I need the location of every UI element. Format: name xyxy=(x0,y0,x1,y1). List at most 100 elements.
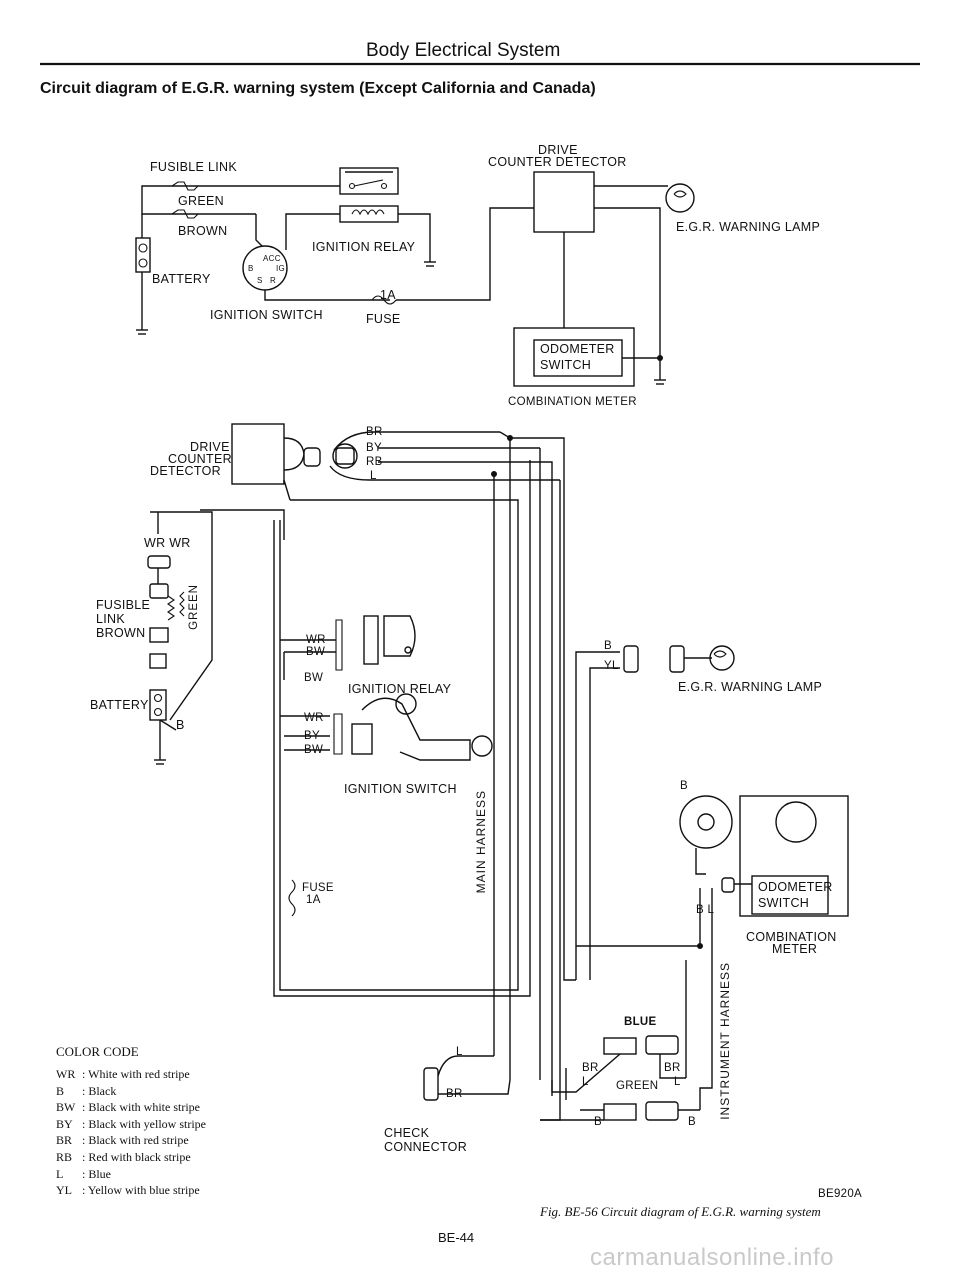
label-fuse-w: FUSE xyxy=(302,882,334,894)
label-switch-s: S xyxy=(257,276,263,285)
label-sw-by: BY xyxy=(304,730,320,742)
label-fusible-link: FUSIBLE LINK xyxy=(150,160,237,174)
label-fuse: FUSE xyxy=(366,312,401,326)
section-title: Body Electrical System xyxy=(366,40,561,61)
label-br-left: BR xyxy=(582,1062,599,1074)
top-schematic xyxy=(135,167,695,387)
label-ignition-relay: IGNITION RELAY xyxy=(312,240,416,254)
color-code-row: WR : White with red stripe xyxy=(56,1066,206,1083)
label-relay-bw: BW xyxy=(306,646,326,658)
color-code-desc: : Yellow with blue stripe xyxy=(82,1183,200,1198)
label-wire-l: L xyxy=(370,470,377,482)
label-switch-top: SWITCH xyxy=(540,358,592,372)
label-check-l: L xyxy=(456,1046,463,1058)
label-odometer-top: ODOMETER xyxy=(540,342,615,356)
label-l-mid: L xyxy=(582,1076,589,1088)
color-code-row: BR : Black with red stripe xyxy=(56,1132,206,1149)
label-l-right: L xyxy=(674,1076,681,1088)
label-brown: BROWN xyxy=(178,224,228,238)
color-code-key: WR xyxy=(56,1067,76,1081)
label-egr-lamp-top: E.G.R. WARNING LAMP xyxy=(676,220,821,234)
label-blue: BLUE xyxy=(624,1016,657,1028)
color-code-row: BY : Black with yellow stripe xyxy=(56,1116,206,1133)
label-drive-top: DRIVE xyxy=(538,143,578,157)
label-combination: COMBINATION xyxy=(746,930,837,944)
label-link: LINK xyxy=(96,612,125,626)
color-code-desc: : Black with white stripe xyxy=(82,1100,200,1115)
label-b-left: B xyxy=(594,1116,602,1128)
label-switch-w: SWITCH xyxy=(758,896,810,910)
label-ignition-switch: IGNITION SWITCH xyxy=(210,308,323,322)
label-battery: BATTERY xyxy=(152,272,211,286)
label-sw-bw: BW xyxy=(304,744,324,756)
label-lamp-yl: YL xyxy=(604,660,619,672)
label-odometer-w: ODOMETER xyxy=(758,880,833,894)
label-switch-ig: IG xyxy=(276,264,286,273)
color-code-row: YL : Yellow with blue stripe xyxy=(56,1182,206,1199)
label-fuse-1a-w: 1A xyxy=(306,894,321,906)
label-lamp-b: B xyxy=(604,640,612,652)
label-battery-w: BATTERY xyxy=(90,698,149,712)
color-code-table: WR : White with red stripe B : Black BW : B… xyxy=(56,1066,206,1199)
label-bw: BW xyxy=(304,672,324,684)
label-combination-meter-top: COMBINATION METER xyxy=(508,396,637,408)
label-acc: ACC xyxy=(263,254,281,263)
color-code-row: BW : Black with white stripe xyxy=(56,1099,206,1116)
color-code-desc: : Black xyxy=(82,1083,117,1098)
label-sw-wr: WR xyxy=(304,712,324,724)
label-green-w: GREEN xyxy=(188,584,200,630)
color-code-title: COLOR CODE xyxy=(56,1044,139,1059)
color-code-desc: : Red with black stripe xyxy=(82,1149,191,1164)
color-code-desc: : Black with red stripe xyxy=(82,1133,189,1148)
label-switch-r: R xyxy=(270,276,277,285)
label-drive: DRIVE xyxy=(190,440,230,454)
label-check-br: BR xyxy=(446,1088,463,1100)
color-code-key: YL xyxy=(56,1183,72,1198)
color-code-key: L xyxy=(56,1166,64,1181)
label-instrument-harness: INSTRUMENT HARNESS xyxy=(718,962,732,1120)
color-code-desc: : Blue xyxy=(82,1166,111,1181)
label-ignition-switch-w: IGNITION SWITCH xyxy=(344,782,457,796)
label-egr-lamp-w: E.G.R. WARNING LAMP xyxy=(678,680,823,694)
color-code-key: BY xyxy=(56,1116,73,1131)
label-meter: METER xyxy=(772,942,818,956)
label-b-w: B xyxy=(176,718,185,732)
color-code-key: RB xyxy=(56,1149,73,1164)
label-counter-detector-top: COUNTER DETECTOR xyxy=(488,155,627,169)
label-detector: DETECTOR xyxy=(150,464,221,478)
label-connector: CONNECTOR xyxy=(384,1140,468,1154)
color-code-key: BW xyxy=(56,1100,76,1115)
label-main-harness: MAIN HARNESS xyxy=(474,790,488,894)
color-code-row: RB : Red with black stripe xyxy=(56,1149,206,1166)
color-code-desc: : Black with yellow stripe xyxy=(82,1116,206,1131)
label-relay-wr: WR xyxy=(306,634,326,646)
label-wire-rb: RB xyxy=(366,456,383,468)
label-check: CHECK xyxy=(384,1126,430,1140)
figure-caption: Fig. BE-56 Circuit diagram of E.G.R. war… xyxy=(540,1204,821,1219)
label-wire-by: BY xyxy=(366,442,382,454)
color-code-row: L : Blue xyxy=(56,1166,206,1183)
label-counter: COUNTER xyxy=(168,452,232,466)
label-br-right: BR xyxy=(664,1062,681,1074)
label-brown-w: BROWN xyxy=(96,626,146,640)
label-bl: B L xyxy=(696,904,715,916)
figure-title: Circuit diagram of E.G.R. warning system… xyxy=(40,80,596,97)
color-code-key: BR xyxy=(56,1133,73,1148)
label-green: GREEN xyxy=(178,194,224,208)
figure-code: BE920A xyxy=(818,1188,862,1200)
color-code-row: B : Black xyxy=(56,1083,206,1100)
label-switch-b: B xyxy=(248,264,254,273)
label-meter-b: B xyxy=(680,780,688,792)
label-wr-wr: WR WR xyxy=(144,536,191,550)
wiring-diagram xyxy=(147,423,849,1121)
label-b-right: B xyxy=(688,1116,696,1128)
label-fuse-rating: 1A xyxy=(380,288,396,302)
watermark: carmanualsonline.info xyxy=(590,1244,834,1271)
label-fusible: FUSIBLE xyxy=(96,598,151,612)
label-wire-br: BR xyxy=(366,426,383,438)
label-green-bottom: GREEN xyxy=(616,1080,659,1092)
label-ignition-relay-w: IGNITION RELAY xyxy=(348,682,452,696)
color-code-key: B xyxy=(56,1083,65,1098)
color-code-desc: : White with red stripe xyxy=(82,1067,190,1081)
